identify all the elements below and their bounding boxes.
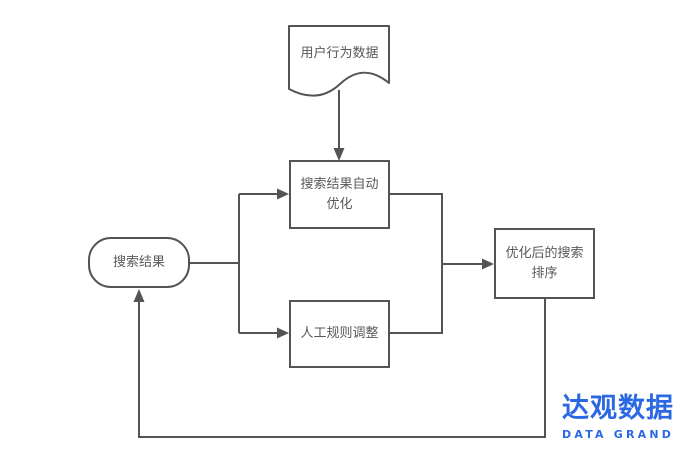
node-user-behavior-data: 用户行为数据 <box>300 46 379 62</box>
logo-text-en: DATA GRAND <box>562 427 675 441</box>
arrowhead-right-autoopt <box>277 188 289 200</box>
connector-feedback-loop <box>138 299 546 438</box>
document-shape <box>288 25 390 97</box>
node-auto-optimization: 搜索结果自动 优化 <box>289 160 390 229</box>
datagrand-logo: 达观数据 DATA GRAND <box>562 394 674 441</box>
node-search-results: 搜索结果 <box>88 237 190 288</box>
arrowhead-right-optimized <box>482 258 494 270</box>
connector-manual-to-merge <box>389 264 443 334</box>
arrowhead-down-autoopt <box>333 148 345 161</box>
connector-autoopt-to-merge <box>389 193 443 264</box>
arrowhead-right-manual <box>277 327 289 339</box>
arrowhead-up-searchresults <box>133 289 145 302</box>
node-optimized-ranking: 优化后的搜索 排序 <box>494 228 595 299</box>
logo-text-cn: 达观数据 <box>562 393 674 424</box>
node-manual-rules: 人工规则调整 <box>289 300 390 368</box>
